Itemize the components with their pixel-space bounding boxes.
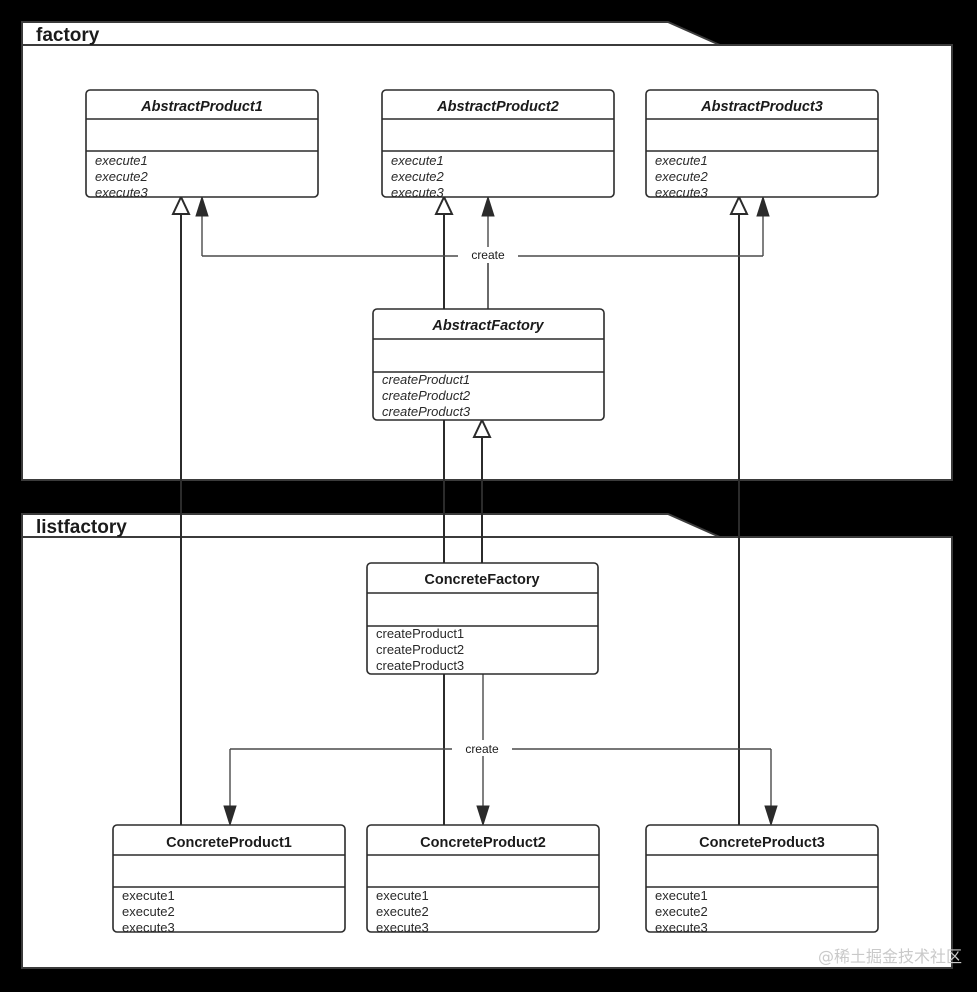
create-label-lower: create xyxy=(465,742,499,756)
class-name: ConcreteProduct1 xyxy=(166,835,292,851)
class-method: execute3 xyxy=(655,185,709,200)
class-method: execute3 xyxy=(122,920,175,935)
connector-layer: create create xyxy=(171,194,778,827)
generalization-arrow-ap1 xyxy=(171,194,191,215)
class-box xyxy=(645,89,879,198)
class-name: ConcreteFactory xyxy=(424,572,539,588)
class-abstract-product-1[interactable]: AbstractProduct1 execute1 execute2 execu… xyxy=(85,89,319,200)
class-concrete-factory[interactable]: ConcreteFactory createProduct1 createPro… xyxy=(366,562,599,675)
class-method: execute2 xyxy=(655,169,709,184)
class-name: AbstractProduct1 xyxy=(140,99,263,115)
class-method: execute1 xyxy=(391,153,444,168)
dependency-arrow-cp1 xyxy=(223,805,237,827)
create-label-lower-bg xyxy=(452,740,512,756)
class-method: createProduct1 xyxy=(376,626,464,641)
package-factory-label: factory xyxy=(36,25,100,46)
class-method: execute1 xyxy=(376,888,429,903)
class-abstract-product-3[interactable]: AbstractProduct3 execute1 execute2 execu… xyxy=(645,89,879,200)
class-method: execute3 xyxy=(95,185,149,200)
class-method: execute3 xyxy=(655,920,708,935)
class-method: execute3 xyxy=(391,185,445,200)
class-concrete-product-2[interactable]: ConcreteProduct2 execute1 execute2 execu… xyxy=(366,824,600,935)
class-box xyxy=(112,824,346,933)
class-abstract-factory[interactable]: AbstractFactory createProduct1 createPro… xyxy=(372,308,605,421)
class-method: createProduct3 xyxy=(376,658,464,673)
class-method: execute2 xyxy=(95,169,149,184)
generalization-arrow-ap2 xyxy=(434,194,454,215)
package-factory-tab xyxy=(21,21,723,47)
create-label-upper-bg xyxy=(458,247,518,263)
class-method: createProduct3 xyxy=(382,404,471,419)
class-name: AbstractFactory xyxy=(431,318,544,334)
class-method: execute2 xyxy=(122,904,175,919)
class-abstract-product-2[interactable]: AbstractProduct2 execute1 execute2 execu… xyxy=(381,89,615,200)
dependency-arrow-ap2 xyxy=(481,195,495,217)
dependency-arrow-cp2 xyxy=(476,805,490,827)
dependency-arrow-ap3 xyxy=(756,195,770,217)
class-box xyxy=(366,562,599,675)
class-concrete-product-1[interactable]: ConcreteProduct1 execute1 execute2 execu… xyxy=(112,824,346,935)
generalization-arrow-af xyxy=(472,417,492,438)
generalization-arrow-ap3 xyxy=(729,194,749,215)
class-method: execute1 xyxy=(655,153,708,168)
class-box xyxy=(366,824,600,933)
class-method: execute3 xyxy=(376,920,429,935)
class-box xyxy=(645,824,879,933)
package-listfactory-tab xyxy=(21,513,723,539)
class-method: execute2 xyxy=(376,904,429,919)
class-name: ConcreteProduct2 xyxy=(420,835,546,851)
class-box xyxy=(85,89,319,198)
package-listfactory-label: listfactory xyxy=(36,517,127,538)
class-method: execute1 xyxy=(95,153,148,168)
class-concrete-product-3[interactable]: ConcreteProduct3 execute1 execute2 execu… xyxy=(645,824,879,935)
dependency-arrow-cp3 xyxy=(764,805,778,827)
dependency-arrow-ap1 xyxy=(195,195,209,217)
class-method: createProduct2 xyxy=(382,388,471,403)
class-method: createProduct1 xyxy=(382,372,470,387)
class-method: execute1 xyxy=(655,888,708,903)
class-box xyxy=(372,308,605,421)
create-label-upper: create xyxy=(471,248,505,262)
class-method: createProduct2 xyxy=(376,642,464,657)
class-name: AbstractProduct2 xyxy=(436,99,559,115)
class-method: execute1 xyxy=(122,888,175,903)
watermark-text: @稀土掘金技术社区 xyxy=(818,947,962,966)
class-name: AbstractProduct3 xyxy=(700,99,823,115)
class-name: ConcreteProduct3 xyxy=(699,835,825,851)
class-method: execute2 xyxy=(391,169,445,184)
class-method: execute2 xyxy=(655,904,708,919)
class-box xyxy=(381,89,615,198)
